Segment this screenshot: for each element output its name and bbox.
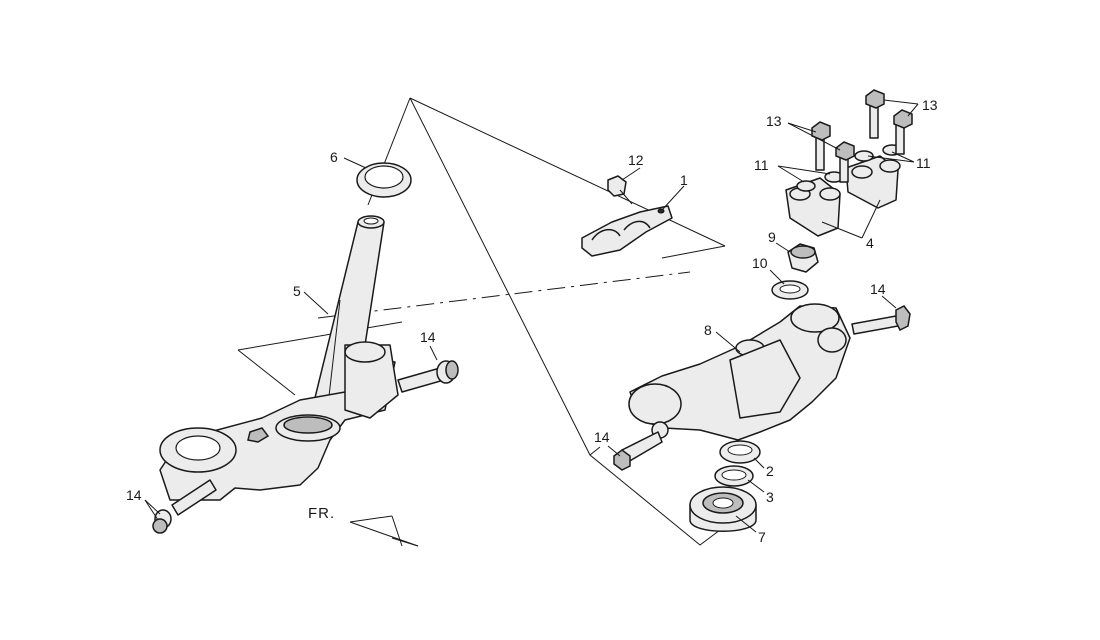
- part-8-upper-yoke: [628, 303, 851, 441]
- callout-10: 10: [752, 255, 768, 271]
- callout-numbers: 1 2 3 4 5 6 7 8 9 10 11 11 12 13 13 14 1…: [126, 97, 938, 545]
- callout-5: 5: [293, 283, 301, 299]
- callout-12: 12: [628, 152, 644, 168]
- callout-13-left: 13: [766, 113, 782, 129]
- part-1-cable-clamp: [581, 205, 673, 257]
- callout-11-left: 11: [754, 157, 769, 173]
- callout-2: 2: [766, 463, 774, 479]
- part-7-bearing: [689, 486, 757, 532]
- part-6-seal-ring: [356, 162, 412, 198]
- callout-13-right: 13: [922, 97, 938, 113]
- part-14-bolt-upper-yoke-right: [851, 305, 911, 335]
- callout-leader-lines: [144, 99, 919, 533]
- part-9-stem-nut: [787, 243, 819, 273]
- part-4-handlebar-clamps: [785, 155, 901, 237]
- part-5-steering-stem-lower-yoke: [159, 215, 399, 501]
- part-12-screw: [607, 175, 633, 205]
- callout-11-right: 11: [916, 155, 931, 171]
- callout-4: 4: [866, 235, 874, 251]
- callout-8: 8: [704, 322, 712, 338]
- part-10-washer: [771, 280, 809, 300]
- part-14-pinch-bolt-left-assembly-left: [152, 479, 217, 534]
- callout-14-left-bottom: 14: [126, 487, 142, 503]
- front-direction-marker: [349, 515, 419, 547]
- part-14-bolt-upper-yoke-left: [613, 431, 663, 471]
- part-11-washers: [796, 144, 902, 192]
- assembly-guide-lines: [237, 97, 726, 546]
- callout-6: 6: [330, 149, 338, 165]
- callout-7: 7: [758, 529, 766, 545]
- callout-14-right-bottom: 14: [594, 429, 610, 445]
- callout-9: 9: [768, 229, 776, 245]
- callout-1: 1: [680, 172, 688, 188]
- front-direction-label: FR.: [308, 505, 335, 522]
- part-13-bolts: [811, 89, 913, 183]
- part-2-ring-nut: [719, 440, 761, 464]
- callout-3: 3: [766, 489, 774, 505]
- callout-14-right-top: 14: [870, 281, 886, 297]
- callout-14-left-top: 14: [420, 329, 436, 345]
- part-3-lock-washer: [714, 465, 754, 487]
- part-14-pinch-bolt-left-assembly-right: [397, 360, 459, 393]
